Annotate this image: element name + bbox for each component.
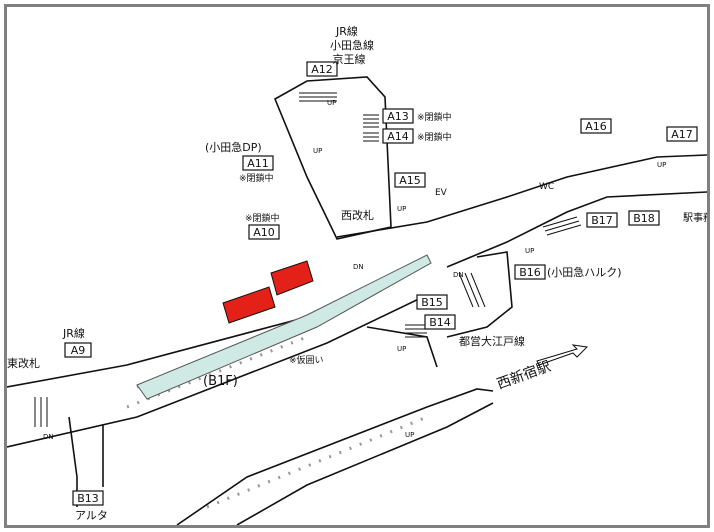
stairs-a14: [363, 132, 379, 142]
exit-a12: A12: [306, 61, 338, 77]
svg-text:A13: A13: [387, 110, 409, 123]
a11-closed: ※閉鎖中: [239, 172, 274, 184]
svg-text:A14: A14: [387, 130, 409, 143]
svg-text:DN: DN: [453, 271, 464, 279]
svg-text:UP: UP: [397, 205, 406, 213]
map-frame: A12 A13 A14 A11 A15 A16 A17 A10 B18 B17 …: [4, 4, 710, 528]
line-jr: JR線: [335, 24, 358, 38]
svg-text:UP: UP: [405, 431, 414, 439]
svg-text:B13: B13: [77, 492, 99, 505]
concourse-lower-wall: [7, 294, 428, 448]
svg-text:B14: B14: [429, 316, 451, 329]
exit-a13: A13: [382, 108, 414, 124]
closed-area-left: [222, 286, 276, 324]
line-odakyu: 小田急線: [330, 38, 374, 52]
svg-text:UP: UP: [327, 99, 336, 107]
stairs-b14: [405, 324, 427, 338]
exit-a14: A14: [382, 128, 414, 144]
odakyu-halc: (小田急ハルク): [547, 265, 622, 279]
a14-closed: ※閉鎖中: [417, 131, 452, 143]
floor-label: (B1F): [203, 374, 238, 389]
station-name: 西新宿駅: [495, 358, 553, 393]
kakoi-label: ※仮囲い: [289, 354, 324, 366]
stairs-left: [34, 397, 48, 427]
svg-text:A10: A10: [253, 226, 275, 239]
stairs-a12: [299, 92, 337, 102]
station-map: A12 A13 A14 A11 A15 A16 A17 A10 B18 B17 …: [7, 24, 707, 525]
exit-b14: B14: [424, 314, 456, 330]
svg-text:UP: UP: [525, 247, 534, 255]
eki-jimu: 駅事務: [683, 211, 707, 224]
b16-area: [446, 251, 513, 338]
exit-b13: B13: [72, 490, 104, 506]
stairs-b16: [458, 272, 486, 308]
exit-a15: A15: [394, 172, 426, 188]
svg-text:A9: A9: [71, 344, 86, 357]
svg-text:A12: A12: [311, 63, 333, 76]
svg-text:B16: B16: [519, 266, 541, 279]
svg-text:A11: A11: [247, 157, 269, 170]
exit-a9: A9: [64, 342, 92, 358]
svg-text:A17: A17: [671, 128, 693, 141]
higashi-kaisatsu: 東改札: [7, 356, 40, 370]
a10-closed: ※閉鎖中: [245, 212, 280, 224]
jr-left: JR線: [62, 326, 85, 340]
exit-a11: A11: [242, 155, 274, 171]
exit-a10: A10: [248, 224, 280, 240]
exit-b17: B17: [586, 212, 618, 228]
svg-text:DN: DN: [353, 263, 364, 271]
exit-a16: A16: [580, 118, 612, 134]
direction-arrow: [536, 344, 589, 366]
platform-lower: [176, 388, 494, 525]
svg-text:B15: B15: [421, 296, 443, 309]
a13-closed: ※閉鎖中: [417, 111, 452, 123]
alta-label: アルタ: [75, 509, 108, 522]
jr-building: [273, 76, 392, 240]
exit-b15: B15: [416, 294, 448, 310]
svg-text:UP: UP: [657, 161, 666, 169]
svg-text:A16: A16: [585, 120, 607, 133]
wc-label: WC: [539, 182, 554, 192]
exit-a17: A17: [666, 126, 698, 142]
svg-text:UP: UP: [313, 147, 322, 155]
stairs-b17: [542, 216, 582, 236]
svg-text:A15: A15: [399, 174, 421, 187]
ev-label: EV: [435, 188, 448, 198]
temporary-enclosure-area: [136, 254, 432, 400]
toei-line: 都営大江戸線: [459, 334, 525, 348]
svg-text:DN: DN: [43, 433, 54, 441]
stairs-a13: [363, 114, 379, 128]
svg-text:B18: B18: [633, 212, 655, 225]
upper-corridor-wall: [336, 154, 707, 238]
svg-text:B17: B17: [591, 214, 613, 227]
exit-b18: B18: [628, 210, 660, 226]
nishi-kaisatsu: 西改札: [341, 208, 374, 222]
odakyu-dp-label: (小田急DP): [205, 140, 262, 154]
exit-b16: B16: [514, 264, 546, 280]
closed-area-right: [270, 260, 314, 296]
upper-corridor-lower: [446, 191, 707, 268]
svg-text:UP: UP: [397, 345, 406, 353]
platform-lower2: [236, 402, 494, 525]
line-keio: 京王線: [333, 52, 366, 66]
